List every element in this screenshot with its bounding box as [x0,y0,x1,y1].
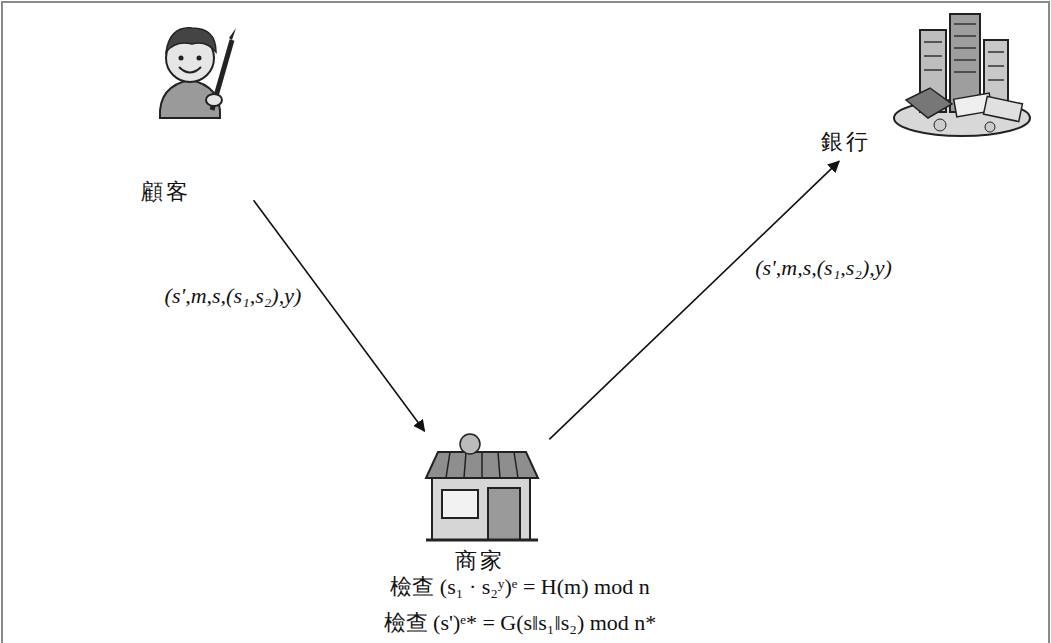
check-formula: 檢查 (s₁ · s₂ʸ)ᵉ = H(m) mod n [387,573,652,601]
bank-icon [894,14,1030,136]
icon-node: 銀行 [805,15,1030,157]
node-caption: 顧客 [139,179,193,205]
edge-label: (s',m,s,(s₁,s₂),y) [162,282,305,310]
shop-icon [426,434,538,540]
icon-node: 顧客 [125,15,250,207]
node-caption: 商家 [453,548,507,574]
check-formula: 檢查 (s')ᵉ* = G(s‖s₁‖s₂) mod n* [381,609,660,637]
flow-arrow [254,200,425,431]
flow-arrow [549,161,839,439]
icon-node: 商家 [415,436,545,576]
node-caption: 銀行 [819,129,873,155]
customer-icon [160,28,236,118]
edge-label: (s',m,s,(s₁,s₂),y) [752,254,895,282]
